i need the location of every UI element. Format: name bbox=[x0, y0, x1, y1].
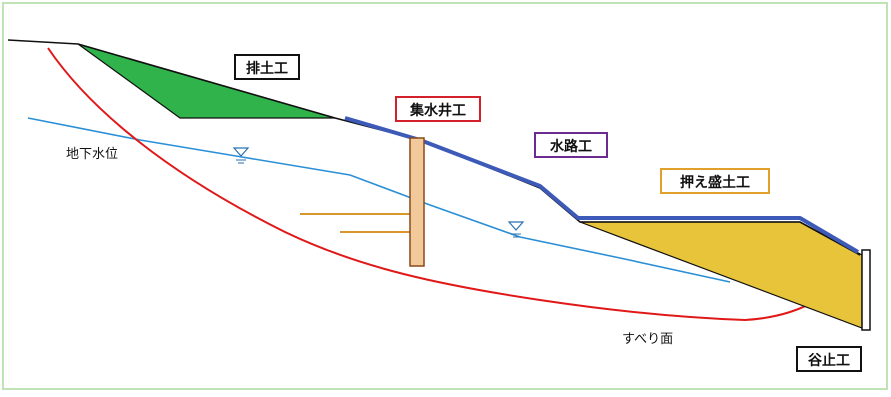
diagram-frame bbox=[2, 2, 888, 390]
suiro-label: 水路工 bbox=[534, 132, 608, 158]
groundwater-line bbox=[27, 117, 731, 283]
drain-lining-line bbox=[344, 116, 860, 254]
check-dam-wall bbox=[861, 249, 871, 331]
shusuisei-label: 集水井工 bbox=[395, 96, 481, 122]
groundwater-marker-lower bbox=[507, 221, 525, 238]
collection-well bbox=[409, 137, 425, 267]
slip-surface-label: すべり面 bbox=[622, 332, 674, 347]
groundwater-marker-upper bbox=[232, 147, 250, 164]
tanidome-label: 谷止工 bbox=[796, 346, 862, 372]
osaemori-embankment-area bbox=[579, 221, 863, 329]
groundwater-label: 地下水位 bbox=[66, 147, 119, 162]
haido-label: 排土工 bbox=[234, 54, 300, 80]
osaemori-label: 押え盛土工 bbox=[660, 168, 770, 194]
slip-surface-line bbox=[47, 47, 821, 322]
